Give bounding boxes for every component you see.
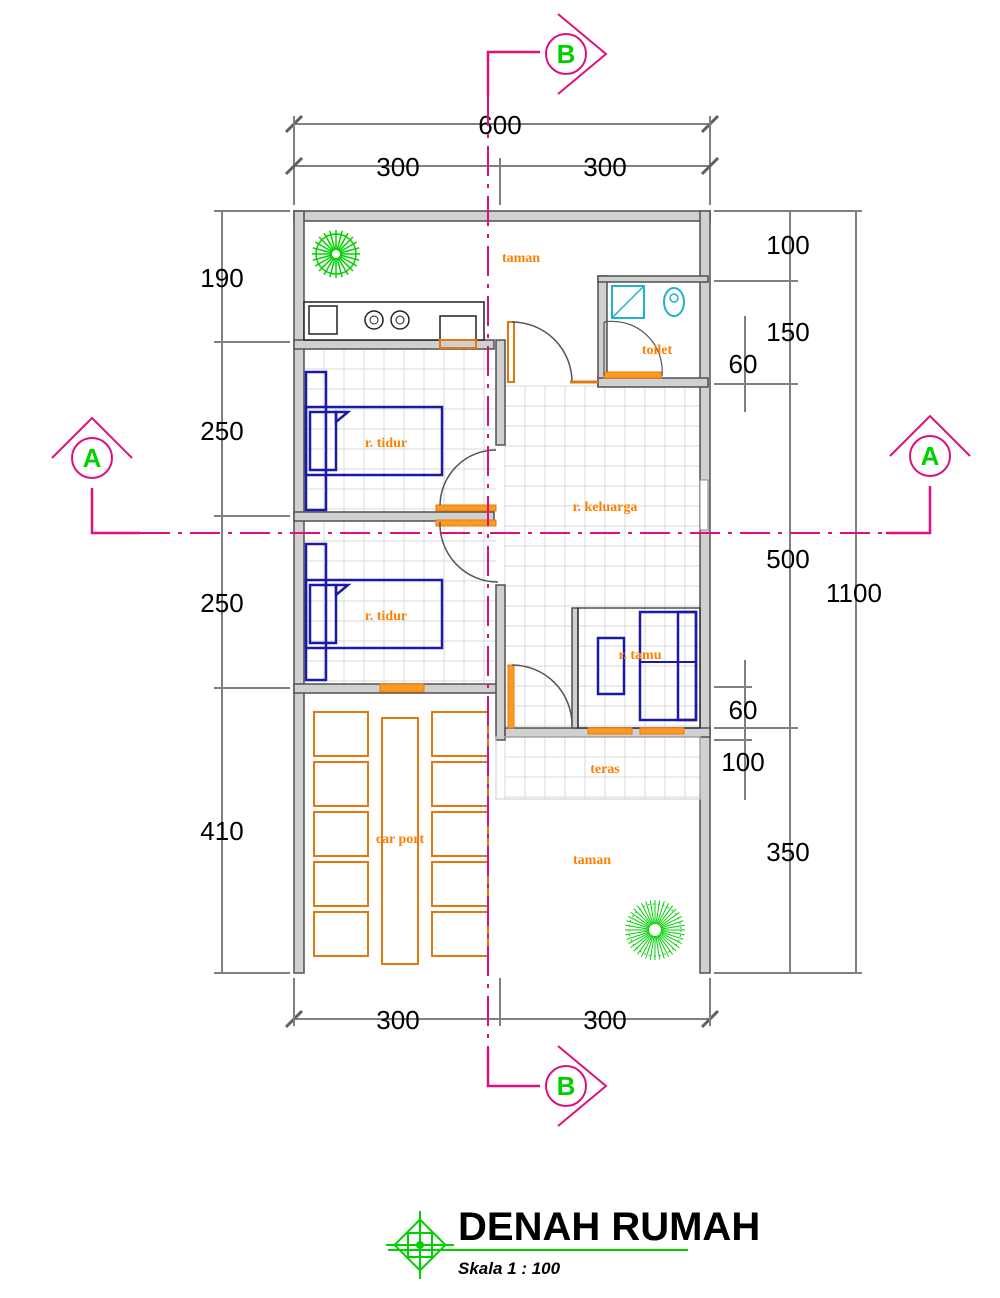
dim-left-250a: 250	[200, 416, 243, 446]
section-marker-a-left: A	[51, 416, 133, 479]
dim-right-total: 1100	[826, 578, 882, 608]
room-labels: taman toilet r. tidur r. keluarga r. tid…	[365, 251, 673, 868]
section-marker-b-top: B	[545, 13, 608, 95]
section-marker-a-right: A	[889, 414, 971, 477]
dim-bottom-right: 300	[583, 1005, 626, 1035]
room-label-tidur-1: r. tidur	[365, 436, 407, 451]
bed-1	[304, 370, 444, 512]
dimension-labels: 600 300 300 300 300 190 250 250 410 100 …	[200, 110, 882, 1035]
room-label-tidur-2: r. tidur	[365, 609, 407, 624]
dim-right-100a: 100	[766, 230, 809, 260]
dim-right-60b: 60	[729, 695, 758, 725]
dim-top-right: 300	[583, 152, 626, 182]
doors	[379, 320, 709, 735]
dim-left-250b: 250	[200, 588, 243, 618]
dim-right-100b: 100	[721, 747, 764, 777]
sofa-set	[577, 607, 701, 729]
toilet-fixtures	[611, 285, 685, 319]
marker-a-left-label: A	[83, 443, 102, 473]
room-label-toilet: toilet	[642, 343, 673, 358]
tree-icon	[312, 230, 360, 278]
room-label-taman-front: taman	[573, 853, 611, 868]
plan-scale: Skala 1 : 100	[458, 1259, 561, 1278]
dim-right-60a: 60	[729, 349, 758, 379]
room-label-taman-back: taman	[502, 251, 540, 266]
teras-area	[495, 736, 701, 800]
dim-top-total: 600	[478, 110, 521, 140]
room-label-teras: teras	[590, 762, 620, 777]
room-label-tamu: r. tamu	[618, 648, 661, 663]
dim-top-left: 300	[376, 152, 419, 182]
room-label-carport: car port	[376, 832, 425, 847]
title-block: DENAH RUMAH Skala 1 : 100	[386, 1205, 760, 1279]
compass-emblem-icon	[386, 1211, 454, 1279]
dim-bottom-left: 300	[376, 1005, 419, 1035]
marker-a-right-label: A	[921, 441, 940, 471]
dim-right-150: 150	[766, 317, 809, 347]
dim-right-500: 500	[766, 544, 809, 574]
tree-icon	[625, 900, 685, 960]
bed-2	[304, 542, 444, 682]
kitchen-counter	[303, 301, 485, 341]
dimension-lines	[214, 114, 862, 1029]
section-marker-b-bottom: B	[545, 1045, 608, 1127]
plan-title: DENAH RUMAH	[458, 1205, 760, 1249]
dim-right-350: 350	[766, 837, 809, 867]
dim-left-190: 190	[200, 263, 243, 293]
marker-b-top-label: B	[557, 39, 576, 69]
marker-b-bottom-label: B	[557, 1071, 576, 1101]
dim-left-410: 410	[200, 816, 243, 846]
section-lines	[90, 50, 932, 1088]
room-label-keluarga: r. keluarga	[573, 500, 638, 515]
